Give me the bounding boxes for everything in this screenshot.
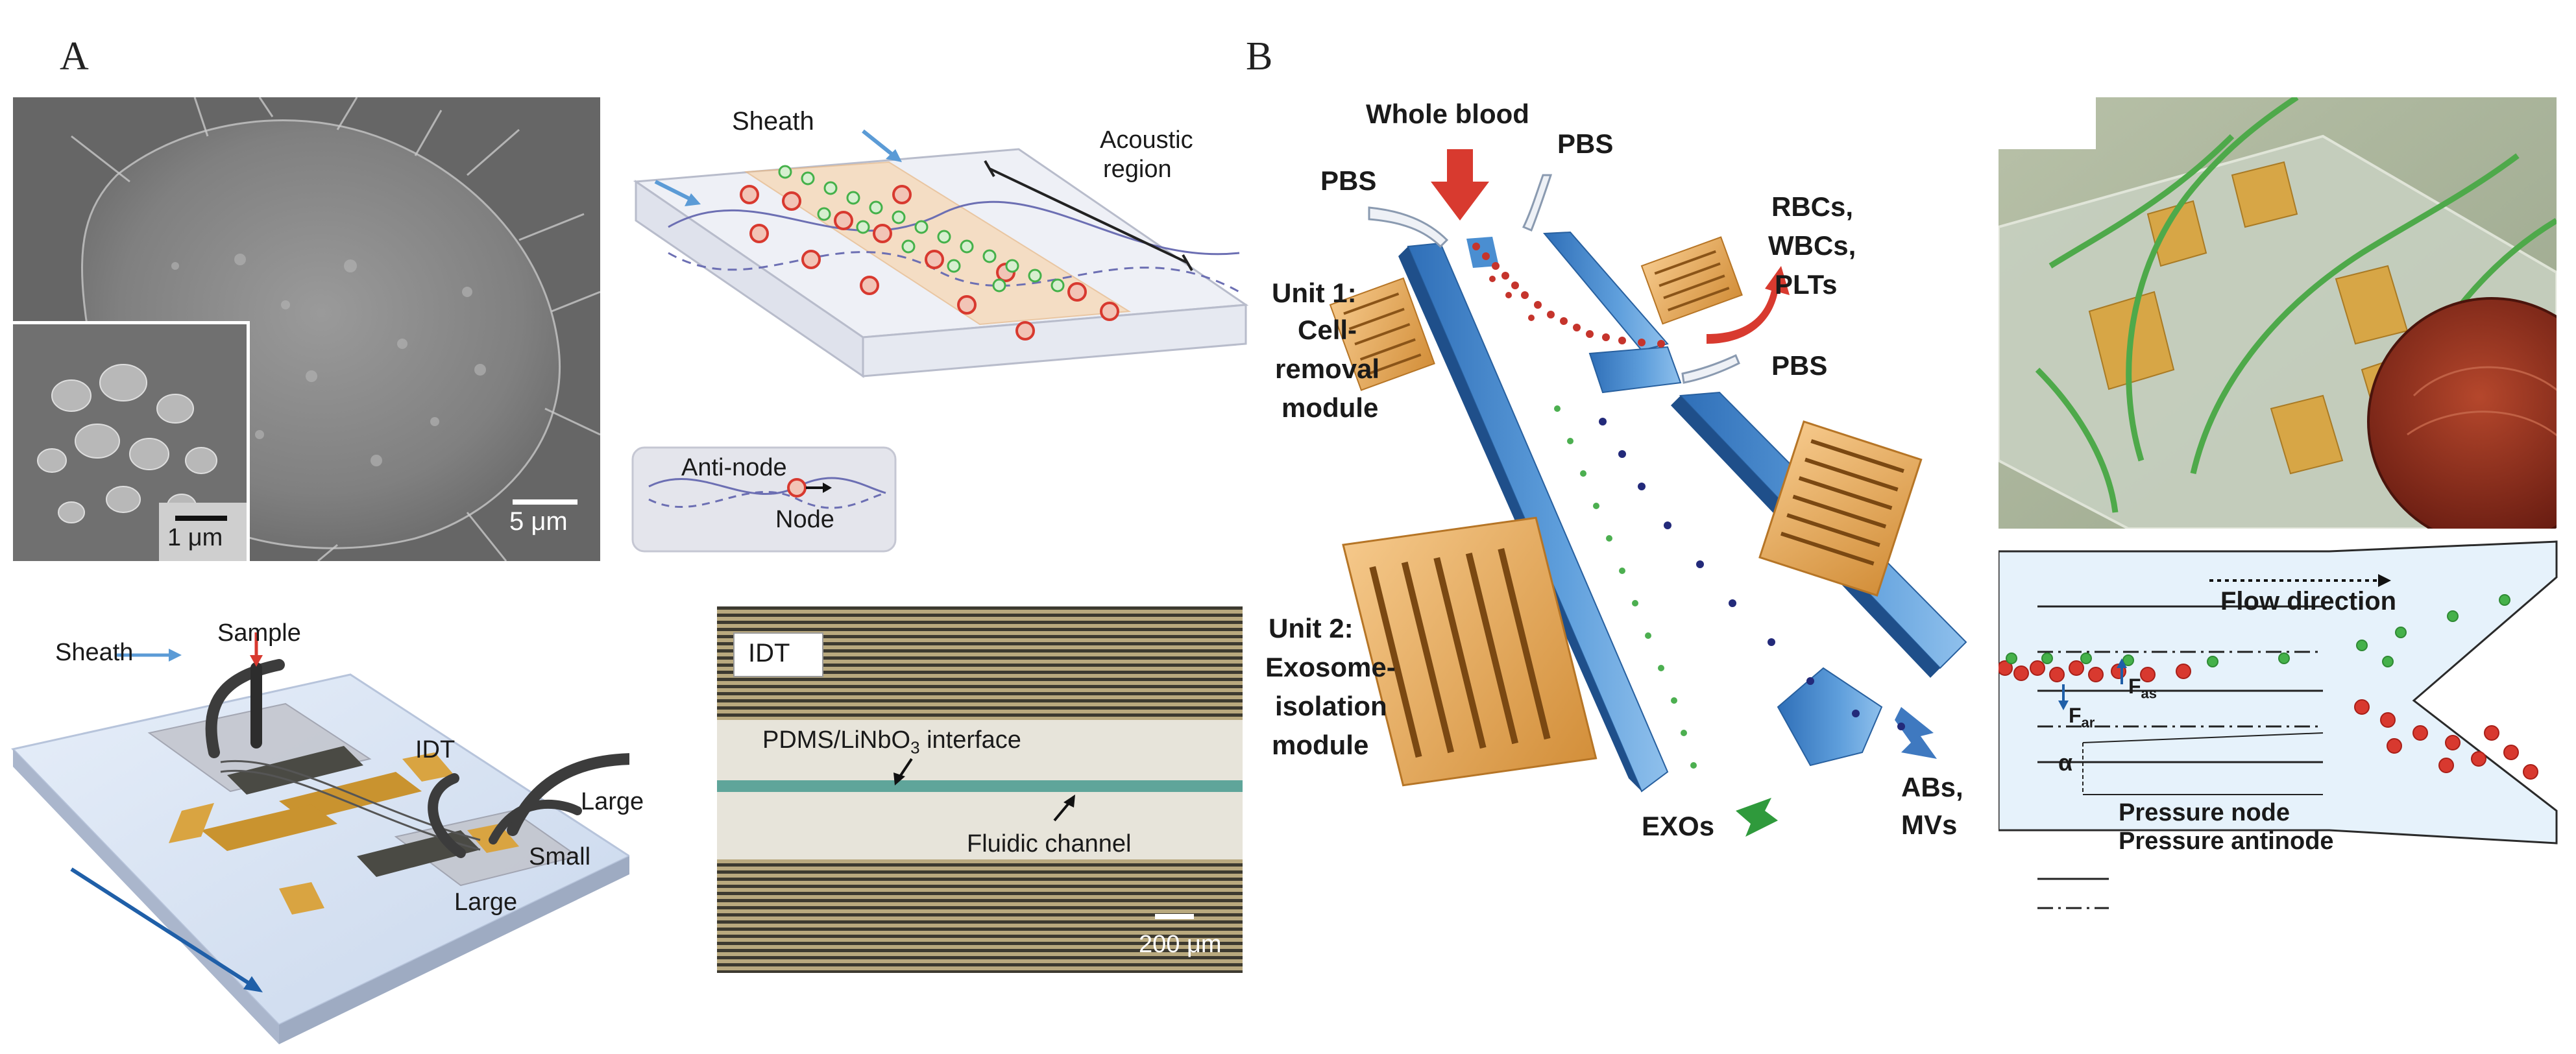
abs-label-1: ABs, [1901, 772, 1963, 802]
sem-image: 1 μm 5 μm [13, 97, 600, 561]
far-label: Far [2069, 704, 2095, 731]
idt-unit2-right [1758, 420, 1923, 597]
wave-solid [668, 200, 1240, 256]
exos-arrow [1736, 798, 1778, 837]
sheath-arrow-top [862, 129, 897, 159]
unit1-label-1: Unit 1: [1272, 278, 1357, 308]
unit2-label-1: Unit 2: [1269, 613, 1354, 643]
unit2-label-2: Exosome- [1265, 652, 1396, 682]
exosome-device [1329, 149, 1967, 837]
inset-scale-box [159, 503, 247, 561]
pbs-right-label: PBS [1771, 350, 1828, 381]
idt-unit1-left [1329, 277, 1435, 391]
flow-green-particles [2006, 594, 2510, 667]
sem-inset: 1 μm [13, 321, 250, 561]
device-small-label: Small [529, 843, 591, 870]
device-sheath-label: Sheath [55, 639, 134, 666]
pressure-antinode-label: Pressure antinode [2119, 828, 2334, 855]
panel-label-b: B [1246, 34, 1273, 78]
fas-label: Fas [2128, 675, 2157, 702]
tube-sheath [205, 659, 285, 758]
idt-electrode-3 [169, 803, 214, 843]
flow-direction-label: Flow direction [2220, 587, 2397, 616]
unit1-label-3: removal [1275, 353, 1380, 384]
region-bracket [989, 167, 1188, 264]
idt-unit2-large [1342, 516, 1598, 787]
node-legend-box [631, 446, 897, 553]
micrograph-scale-label: 200 μm [1139, 931, 1222, 958]
green-particles [778, 165, 1065, 293]
device-large-bottom-label: Large [454, 889, 518, 916]
schematic-sheath-label: Sheath [732, 107, 814, 136]
abs-label-2: MVs [1901, 809, 1958, 840]
tube-small [489, 799, 582, 844]
device-sample-label: Sample [217, 619, 301, 647]
abs-arrow [1895, 707, 1937, 759]
cells-label-3: PLTs [1775, 269, 1838, 300]
unit1-label-4: module [1282, 392, 1379, 423]
inset-scale-label: 1 μm [167, 524, 223, 551]
channel-top-right [1542, 231, 1669, 352]
idt-electrode-2 [201, 804, 337, 851]
micrograph-arrows [893, 758, 1194, 919]
micrograph-idt-box [733, 632, 823, 677]
chip-photo-graphic [1999, 97, 2557, 529]
sheath-arrow-left [654, 180, 696, 203]
schematic-node-label: Node [775, 506, 834, 533]
pbs-arrow-top [1522, 174, 1553, 232]
exo-stream [1554, 405, 1697, 769]
flow-arrow [70, 867, 254, 988]
cells-arrow [1707, 266, 1790, 344]
flow-red-particles [1999, 660, 2538, 780]
micrograph-idt-label: IDT [748, 639, 790, 667]
pbs-left-label: PBS [1320, 165, 1377, 196]
unit2-label-4: module [1272, 730, 1369, 760]
unit1-label-2: Cell- [1298, 315, 1357, 345]
device-large-top-label: Large [581, 788, 644, 815]
exos-label: EXOs [1642, 811, 1715, 841]
acoustic-schematic [631, 129, 1249, 553]
inset-scale-bar [175, 516, 227, 521]
unit2-label-3: isolation [1275, 691, 1387, 721]
cells-label-2: WBCs, [1768, 230, 1856, 261]
pressure-node-label: Pressure node [2119, 799, 2290, 826]
panel-label-a: A [60, 34, 89, 78]
channel-junction-block [1588, 346, 1682, 394]
whole-blood-label: Whole blood [1366, 99, 1529, 129]
schematic-anti-node-label: Anti-node [681, 454, 787, 481]
device-idt-label: IDT [415, 736, 456, 763]
cells-label-1: RBCs, [1771, 191, 1854, 222]
schematic-acoustic-label-2: region [1103, 156, 1172, 183]
micrograph-fluidic-line [717, 780, 1243, 792]
flow-schematic [1999, 540, 2558, 909]
red-particles [740, 185, 1119, 341]
main-scale-label: 5 μm [509, 507, 568, 536]
substrate [11, 673, 629, 1026]
alpha-label: α [2058, 749, 2073, 776]
rbc-stream [1472, 243, 1665, 348]
tube-large-bottom [428, 773, 466, 858]
main-scale-bar [513, 499, 577, 505]
pbs-arrow-right [1681, 353, 1740, 384]
schematic-acoustic-label-1: Acoustic [1100, 126, 1193, 154]
micrograph-interface-label: PDMS/LiNbO3 interface [762, 726, 1021, 758]
channel-cube [1777, 667, 1883, 767]
sem-inset-graphic [13, 324, 247, 561]
device-illustration [11, 632, 629, 1044]
whole-blood-arrow [1431, 149, 1489, 221]
micrograph-fluidic-label: Fluidic channel [967, 830, 1132, 857]
pbs-arrow-left [1368, 206, 1449, 248]
idt-electrode-4 [402, 752, 454, 782]
abs-stream [1599, 418, 1905, 730]
idt-unit1-right [1640, 236, 1743, 325]
micrograph: IDT PDMS/LiNbO3 interface Fluidic channe… [717, 606, 1243, 973]
chip-photo [1999, 97, 2557, 529]
pbs-top-label: PBS [1557, 128, 1614, 159]
idt-electrode-5 [279, 882, 324, 915]
wave-dashed [668, 251, 1240, 293]
